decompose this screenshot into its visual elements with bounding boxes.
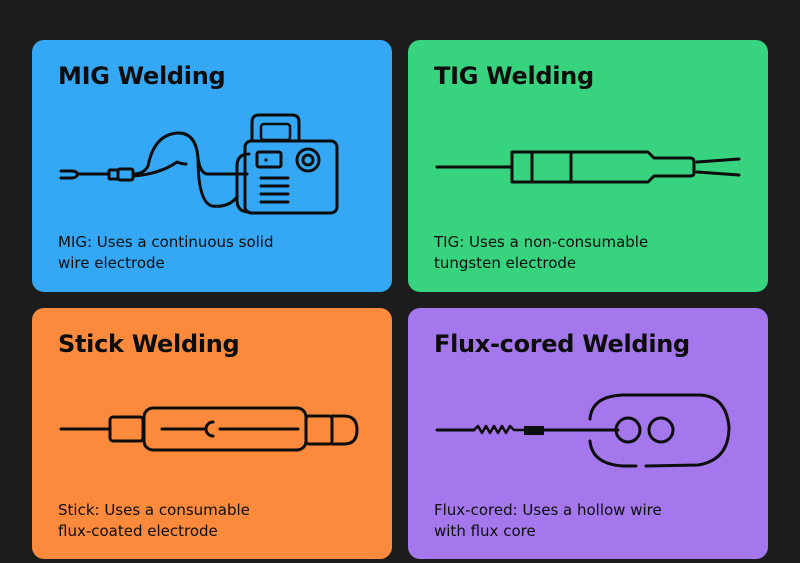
card-tig-welding: TIG Welding TIG: Uses a non-consumable t… (408, 40, 768, 292)
card-title: Stick Welding (58, 330, 240, 358)
card-description: TIG: Uses a non-consumable tungsten elec… (434, 232, 734, 274)
description-line: TIG: Uses a non-consumable (434, 233, 649, 251)
flux-cored-wire-spool-icon (435, 393, 731, 468)
card-description: MIG: Uses a continuous solid wire electr… (58, 232, 358, 274)
description-line: Flux-cored: Uses a hollow wire (434, 501, 662, 519)
card-flux-cored-welding: Flux-cored Welding Flux-cored: Uses a ho… (408, 308, 768, 559)
description-line: Stick: Uses a consumable (58, 501, 250, 519)
description-line: with flux core (434, 522, 536, 540)
description-line: tungsten electrode (434, 254, 577, 272)
description-line: MIG: Uses a continuous solid (58, 233, 274, 251)
mig-welder-machine-icon (59, 113, 339, 215)
description-line: flux-coated electrode (58, 522, 218, 540)
card-description: Flux-cored: Uses a hollow wire with flux… (434, 500, 734, 542)
card-title: Flux-cored Welding (434, 330, 690, 358)
tig-torch-icon (435, 150, 741, 184)
card-mig-welding: MIG Welding MIG: Uses a continuous solid… (32, 40, 392, 292)
card-title: TIG Welding (434, 62, 594, 90)
card-title: MIG Welding (58, 62, 226, 90)
stick-electrode-holder-icon (59, 406, 359, 452)
card-stick-welding: Stick Welding Stick: Uses a consumable f… (32, 308, 392, 559)
description-line: wire electrode (58, 254, 165, 272)
card-description: Stick: Uses a consumable flux-coated ele… (58, 500, 358, 542)
